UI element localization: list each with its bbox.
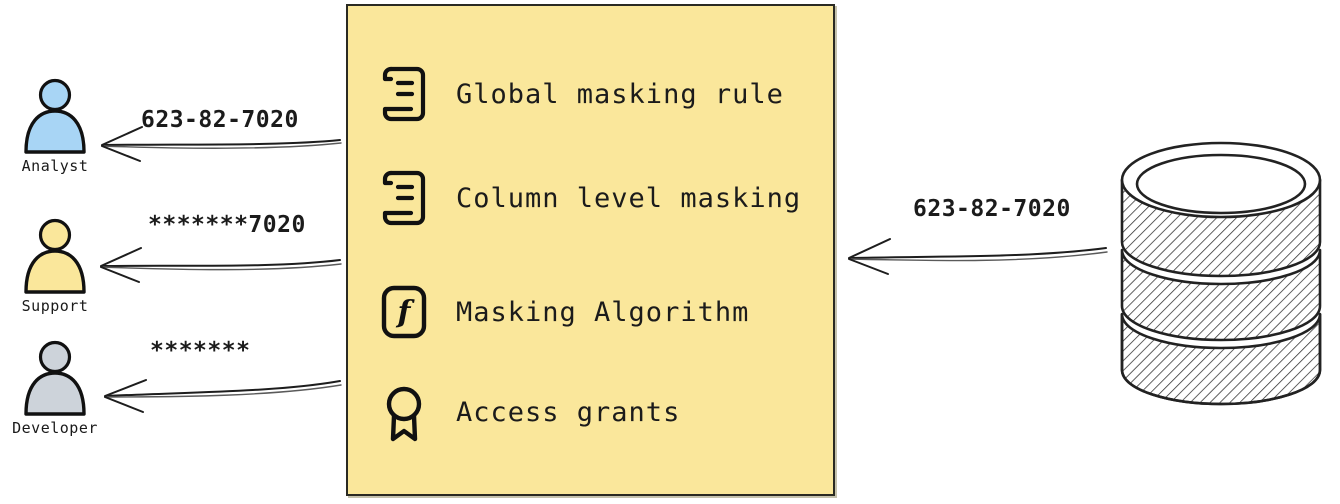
flow-label-source: 623-82-7020 bbox=[913, 196, 1071, 222]
actor-analyst-label: Analyst bbox=[21, 157, 89, 175]
database-cylinder-icon[interactable] bbox=[1108, 118, 1334, 408]
panel-item-label: Global masking rule bbox=[456, 78, 784, 110]
panel-item-label: Masking Algorithm bbox=[456, 296, 750, 328]
panel-item-masking-algorithm[interactable]: f Masking Algorithm bbox=[378, 282, 749, 342]
actor-support-label: Support bbox=[21, 297, 89, 315]
flow-label-analyst: 623-82-7020 bbox=[141, 107, 299, 133]
user-icon bbox=[24, 78, 86, 154]
svg-text:f: f bbox=[396, 295, 416, 330]
masking-capabilities-panel: Global masking rule Column level masking… bbox=[346, 4, 835, 496]
panel-item-access-grants[interactable]: Access grants bbox=[378, 382, 680, 442]
panel-item-label: Access grants bbox=[456, 396, 681, 428]
arrow-to-developer bbox=[104, 379, 342, 413]
flow-label-support: *******7020 bbox=[148, 212, 306, 238]
user-icon bbox=[24, 340, 86, 416]
actor-developer[interactable]: Developer bbox=[0, 340, 110, 437]
panel-item-label: Column level masking bbox=[456, 182, 802, 214]
scroll-document-icon bbox=[382, 66, 426, 122]
panel-item-column-level-masking[interactable]: Column level masking bbox=[378, 168, 801, 228]
award-ribbon-icon bbox=[386, 386, 422, 442]
actor-support[interactable]: Support bbox=[0, 218, 110, 315]
function-f-icon: f bbox=[381, 285, 427, 339]
actor-developer-label: Developer bbox=[12, 419, 98, 437]
user-icon bbox=[24, 218, 86, 294]
scroll-document-icon bbox=[382, 170, 426, 226]
arrow-to-support bbox=[100, 247, 342, 283]
actor-analyst[interactable]: Analyst bbox=[0, 78, 110, 175]
arrow-database-to-panel bbox=[848, 238, 1108, 275]
flow-label-developer: ******* bbox=[150, 338, 251, 364]
panel-item-global-masking-rule[interactable]: Global masking rule bbox=[378, 64, 784, 124]
arrow-to-analyst bbox=[101, 126, 342, 162]
